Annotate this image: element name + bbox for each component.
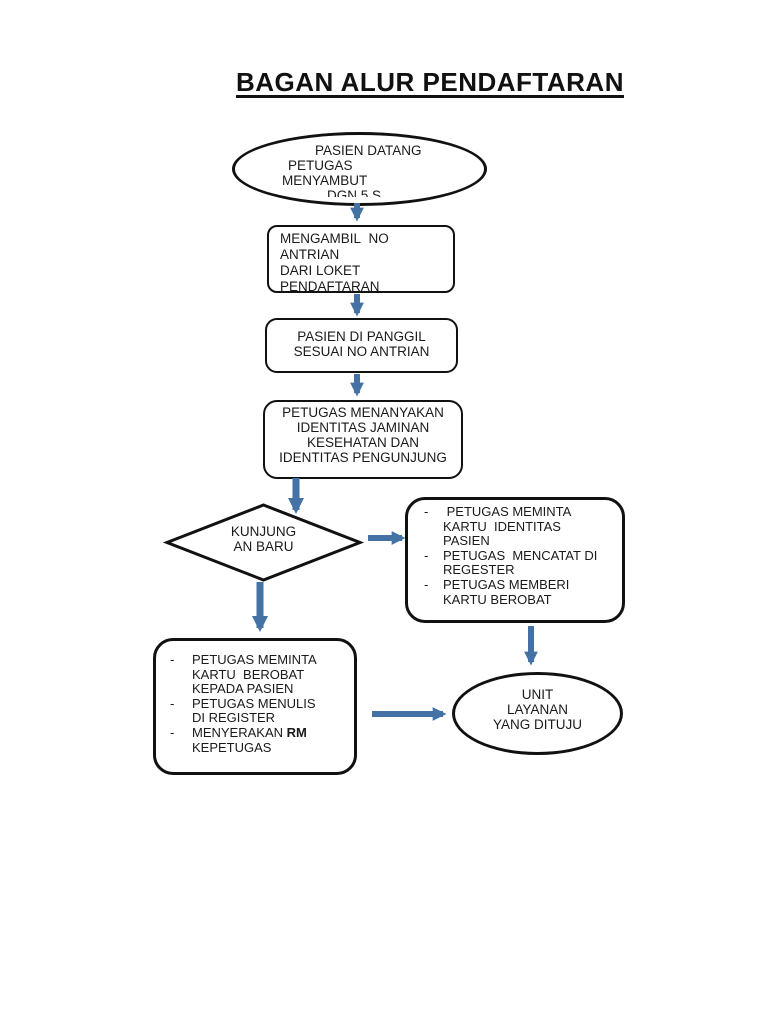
page-title: BAGAN ALUR PENDAFTARAN — [236, 67, 624, 97]
dash-bullet: - — [170, 652, 175, 667]
item-text-bold-rm: RM — [286, 724, 307, 740]
dash-bullet: - — [424, 547, 429, 563]
list-item-text: PETUGAS MENULIS DI REGISTER — [192, 695, 316, 726]
node-decision-label: KUNJUNG AN BARU — [230, 524, 297, 554]
node-take-number: MENGAMBIL NO ANTRIAN DARI LOKET PENDAFTA… — [267, 225, 455, 293]
list-item-text: PETUGAS MEMINTA KARTU IDENTITAS PASIEN — [443, 504, 572, 549]
list-item: - PETUGAS MEMINTA KARTU IDENTITAS PASIEN — [424, 504, 618, 549]
node-start-line4-clipped: DGN 5 S — [327, 188, 382, 197]
node-start-text: PASIEN DATANG PETUGAS MENYAMBUT DGN 5 S — [235, 143, 484, 197]
node-start-ellipse: PASIEN DATANG PETUGAS MENYAMBUT DGN 5 S — [232, 132, 487, 206]
node-returning-patient-actions: - PETUGAS MEMINTA KARTU BEROBAT KEPADA PA… — [153, 638, 357, 775]
node-new-patient-actions: - PETUGAS MEMINTA KARTU IDENTITAS PASIEN… — [405, 497, 625, 623]
item-text-pre: MENYERAKAN — [192, 724, 287, 740]
dash-bullet: - — [424, 504, 429, 519]
node-call-patient: PASIEN DI PANGGIL SESUAI NO ANTRIAN — [265, 318, 458, 373]
node-ask-identity: PETUGAS MENANYAKAN IDENTITAS JAMINAN KES… — [263, 400, 463, 479]
dash-bullet: - — [170, 724, 175, 740]
node-start-line2: PETUGAS — [288, 158, 353, 173]
list-item-text: PETUGAS MEMBERI KARTU BEROBAT — [443, 576, 570, 607]
list-item: - MENYERAKAN RM KEPETUGAS — [170, 724, 350, 755]
list-item: -PETUGAS MENCATAT DI REGESTER — [424, 547, 618, 578]
list-item-text: PETUGAS MENCATAT DI REGESTER — [443, 547, 598, 578]
dash-bullet: - — [424, 576, 429, 592]
list-item: - PETUGAS MENULIS DI REGISTER — [170, 695, 350, 726]
item-text-post: KEPETUGAS — [192, 739, 272, 755]
node-destination-unit: UNIT LAYANAN YANG DITUJU — [452, 672, 623, 755]
node-start-line1: PASIEN DATANG — [315, 143, 422, 158]
list-item-text: PETUGAS MEMINTA KARTU BEROBAT KEPADA PAS… — [192, 652, 317, 697]
node-start-line3: MENYAMBUT — [282, 173, 368, 188]
dash-bullet: - — [170, 695, 175, 711]
list-item: - PETUGAS MEMINTA KARTU BEROBAT KEPADA PA… — [170, 652, 350, 697]
list-item-text: MENYERAKAN RM KEPETUGAS — [192, 724, 307, 755]
list-item: -PETUGAS MEMBERI KARTU BEROBAT — [424, 576, 618, 607]
